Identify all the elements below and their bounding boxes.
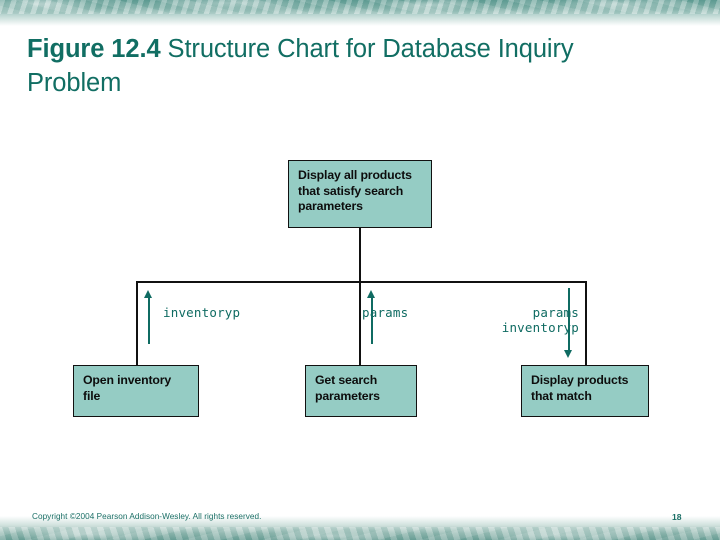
data-couple-label-inventoryp: inventoryp	[163, 305, 241, 321]
couple-right-text-2: inventoryp	[501, 319, 579, 335]
arrow-shaft	[371, 296, 373, 344]
couple-right-text-1: params	[532, 305, 579, 320]
data-couple-arrow-up-inventoryp	[143, 290, 155, 344]
title-text: Structure Chart for Database Inquiry Pro…	[27, 35, 574, 97]
data-couple-label-params: params	[362, 305, 409, 321]
arrow-shaft	[568, 288, 570, 352]
title-figure-number: Figure 12.4	[27, 35, 161, 63]
data-couple-arrow-up-params	[366, 290, 378, 344]
page-title: Figure 12.4 Structure Chart for Database…	[27, 32, 667, 100]
node-disp-line-2: that match	[531, 388, 592, 403]
data-couple-arrow-down-params-inventoryp	[563, 288, 575, 358]
arrow-head-up-icon	[144, 290, 152, 298]
couple-mid-text-1: params	[362, 305, 409, 320]
node-get-line-2: parameters	[315, 388, 380, 403]
node-display-all-products[interactable]: Display all products that satisfy search…	[288, 160, 432, 228]
arrow-shaft	[148, 296, 150, 344]
arrow-head-down-icon	[564, 350, 572, 358]
footer-copyright: Copyright ©2004 Pearson Addison-Wesley. …	[32, 512, 262, 521]
node-root-line-1: Display all products	[298, 168, 412, 182]
node-display-products-that-match[interactable]: Display products that match	[521, 365, 649, 417]
node-root-line-3: parameters	[298, 199, 363, 213]
node-disp-line-1: Display products	[531, 373, 629, 387]
connector-horizontal-bar	[136, 281, 586, 283]
connector-drop-middle	[359, 281, 361, 366]
node-get-line-1: Get search	[315, 373, 378, 387]
connector-drop-left	[136, 281, 138, 366]
couple-left-text-1: inventoryp	[163, 305, 241, 320]
arrow-head-up-icon	[367, 290, 375, 298]
node-root-line-2: that satisfy search	[298, 183, 404, 198]
connector-drop-right	[585, 281, 587, 366]
node-open-inventory-file[interactable]: Open inventory file	[73, 365, 199, 417]
node-open-line-2: file	[83, 388, 101, 403]
node-open-line-1: Open inventory	[83, 373, 172, 387]
data-couple-label-params-inventoryp: params inventoryp	[489, 305, 579, 335]
node-get-search-parameters[interactable]: Get search parameters	[305, 365, 417, 417]
footer-page-number: 18	[672, 512, 682, 522]
connector-root-trunk	[359, 228, 361, 282]
